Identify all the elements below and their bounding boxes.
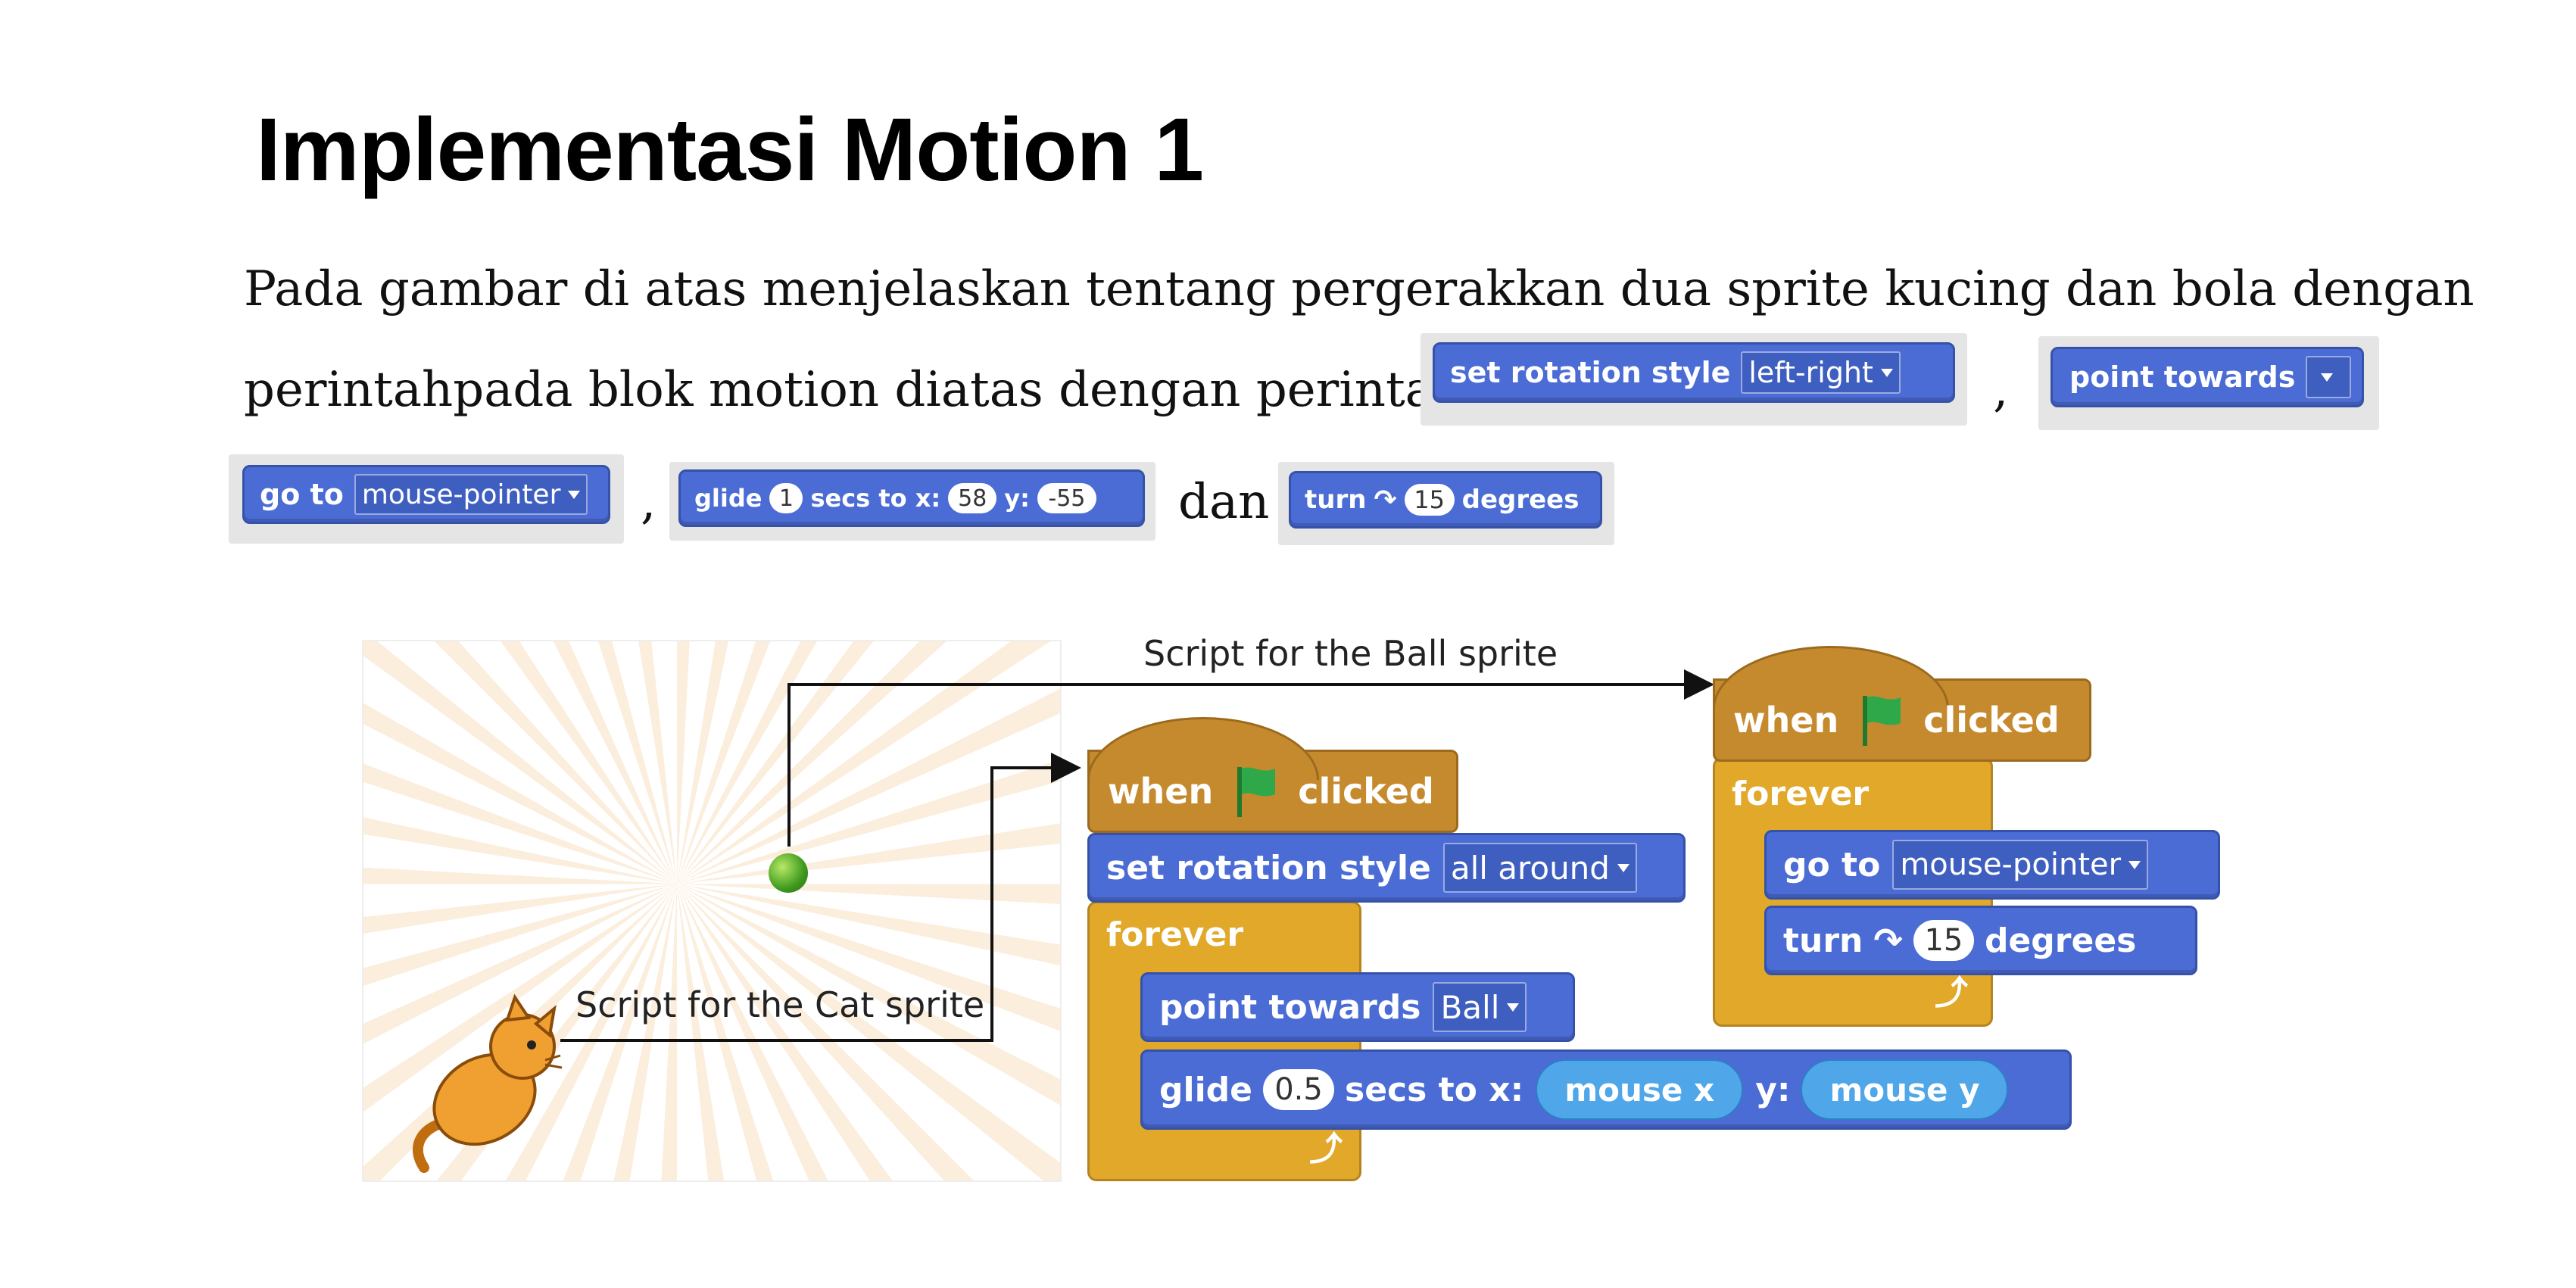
unit-label: degrees [1985,922,2136,960]
mouse-y-reporter: mouse y [1801,1059,2008,1120]
cat-set-rotation-style-block: set rotation style all around [1087,833,1686,903]
ball-go-to-block: go to mouse-pointer [1764,830,2220,900]
cat-when-flag-clicked-block: when clicked [1087,750,1458,833]
ball-when-flag-clicked-block: when clicked [1713,678,2091,762]
green-flag-icon [1860,693,1902,747]
y-label: y: [1755,1071,1790,1109]
cat-script-label: Script for the Cat sprite [575,984,984,1025]
point-towards-dropdown: Ball [1433,982,1527,1032]
ball-script-label: Script for the Ball sprite [1143,633,1558,674]
ball-turn-block: turn ↷ 15 degrees [1764,906,2197,975]
go-to-dropdown: mouse-pointer [1892,840,2148,890]
block-label: point towards [1159,988,1421,1027]
block-label: set rotation style [1106,849,1431,887]
rotation-style-dropdown: all around [1443,843,1637,893]
clicked-label: clicked [1923,700,2060,741]
secs-label: secs to x: [1345,1071,1523,1109]
when-label: when [1108,771,1213,812]
block-label: turn [1783,922,1863,960]
glide-secs-input: 0.5 [1263,1069,1334,1110]
dropdown-value: all around [1451,850,1610,887]
block-label: go to [1783,846,1880,884]
chevron-down-icon [1617,864,1629,872]
green-flag-icon [1234,764,1277,819]
dropdown-value: Ball [1440,989,1499,1026]
rotate-clockwise-icon: ↷ [1873,920,1903,961]
dropdown-value: mouse-pointer [1900,847,2121,882]
when-label: when [1733,700,1838,741]
mouse-x-reporter: mouse x [1536,1059,1743,1120]
forever-label: forever [1106,915,1243,954]
block-label: glide [1159,1071,1252,1109]
chevron-down-icon [1507,1003,1519,1012]
turn-degrees-input: 15 [1913,920,1974,961]
clicked-label: clicked [1298,771,1434,812]
cat-glide-block: glide 0.5 secs to x: mouse x y: mouse y [1140,1049,2072,1130]
forever-label: forever [1732,775,1869,813]
cat-point-towards-block: point towards Ball [1140,972,1575,1042]
chevron-down-icon [2128,861,2141,869]
